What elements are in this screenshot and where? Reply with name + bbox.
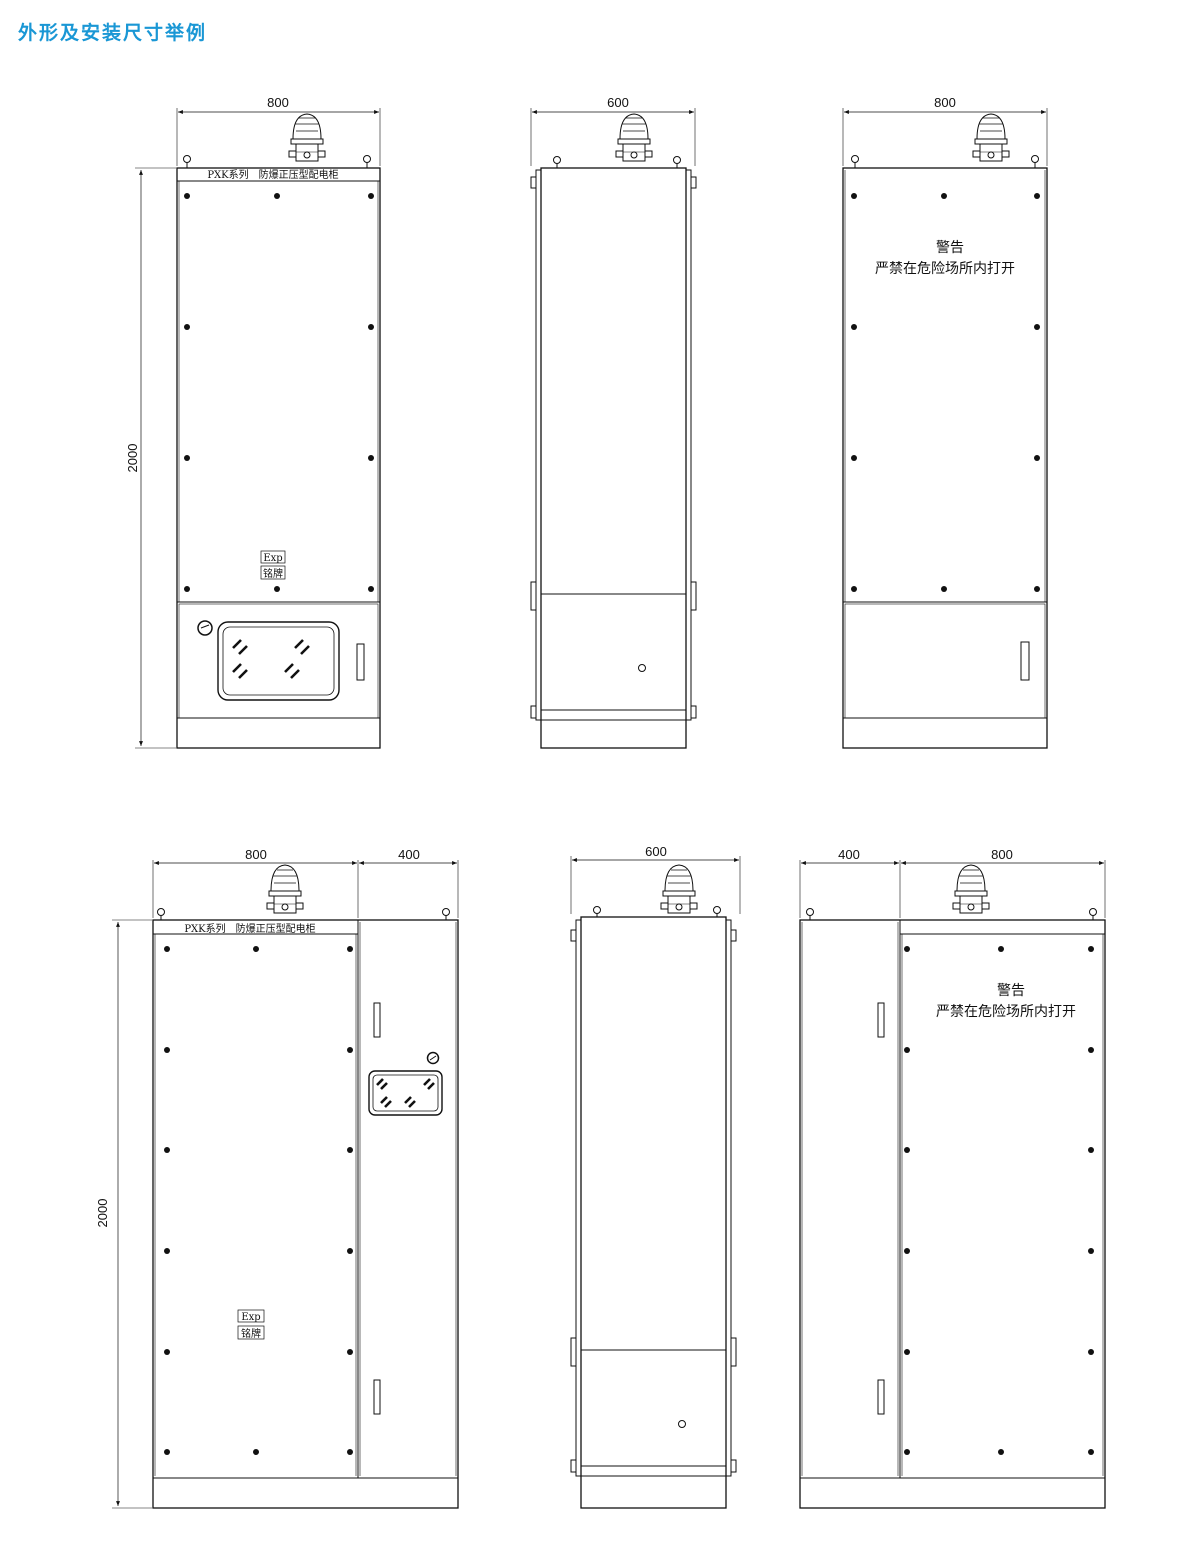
bottom-front-aux-width-dim: 400: [398, 847, 420, 862]
bottom-side-width-dim: 600: [645, 844, 667, 859]
back-view-top: [842, 108, 1048, 749]
top-front-series-label: PXK系列 防爆正压型配电柜: [207, 168, 338, 181]
top-back-warning-text: 严禁在危险场所内打开: [875, 260, 1015, 277]
bottom-back-width-dim: 800: [991, 847, 1013, 862]
bottom-front-nameplate-label: 铭牌: [241, 1327, 261, 1340]
top-back-warning-title: 警告: [936, 240, 964, 256]
bottom-back-aux-width-dim: 400: [838, 847, 860, 862]
top-front-exp-label: Exp: [263, 553, 282, 564]
bottom-front-width-dim: 800: [245, 847, 267, 862]
back-view-bottom: [799, 860, 1106, 1509]
bottom-back-warning-title: 警告: [997, 983, 1025, 999]
top-back-width-dim: 800: [934, 95, 956, 110]
bottom-front-series-label: PXK系列 防爆正压型配电柜: [184, 922, 315, 935]
top-front-height-dim: 2000: [125, 444, 140, 473]
bottom-back-warning-text: 严禁在危险场所内打开: [936, 1003, 1076, 1020]
bottom-front-height-dim: 2000: [95, 1199, 110, 1228]
top-front-nameplate-label: 铭牌: [263, 567, 283, 580]
side-view-top: [530, 108, 697, 749]
front-view-top: [135, 108, 381, 749]
top-side-width-dim: 600: [607, 95, 629, 110]
bottom-front-exp-label: Exp: [241, 1312, 260, 1323]
top-front-width-dim: 800: [267, 95, 289, 110]
front-view-bottom: [112, 860, 459, 1509]
page-title: 外形及安装尺寸举例: [18, 22, 208, 44]
side-view-bottom: [570, 856, 741, 1509]
